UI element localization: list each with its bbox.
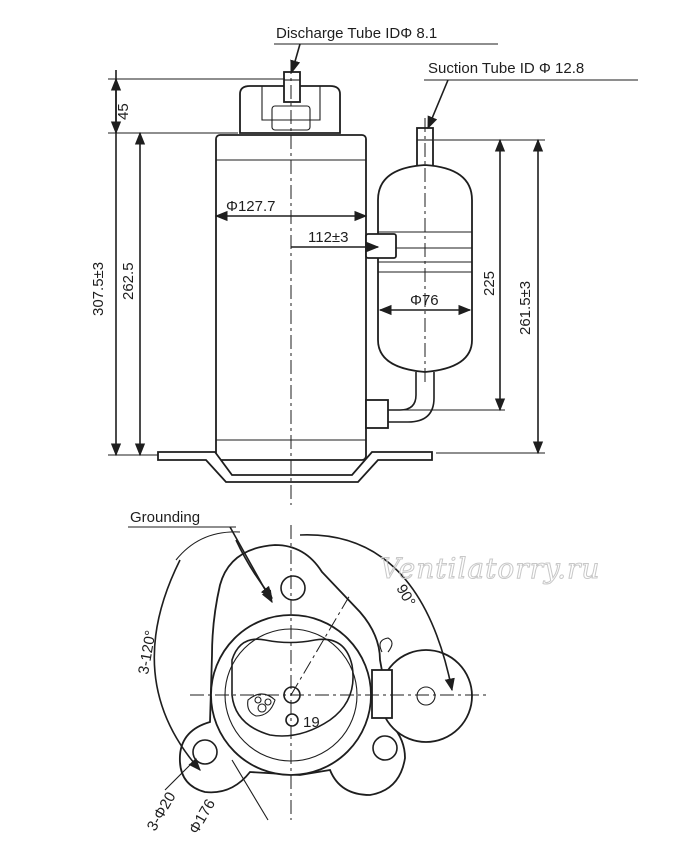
dim-76-label: Φ76 <box>410 292 439 309</box>
dim-176-label: Φ176 <box>186 796 219 837</box>
base-mount <box>157 451 433 483</box>
suction-label: Suction Tube ID Φ 12.8 <box>428 60 584 77</box>
discharge-label: Discharge Tube IDΦ 8.1 <box>276 25 437 42</box>
angle-90-label: 90° <box>393 582 419 610</box>
terminal-cover <box>231 638 354 737</box>
dim-261-label: 261.5±3 <box>517 281 534 335</box>
mount-hole-top <box>280 575 306 601</box>
grounding-label: Grounding <box>130 509 200 526</box>
watermark: Ventilatorry.ru <box>380 552 600 585</box>
dim-45-label: 45 <box>115 103 132 120</box>
dim-307-label: 307.5±3 <box>90 262 107 316</box>
dim-127-label: Φ127.7 <box>226 198 276 215</box>
accumulator-top <box>379 649 473 743</box>
angle-120-label: 3-120° <box>135 629 159 676</box>
side-view: 45 307.5±3 262.5 Φ127.7 112±3 Φ76 225 26… <box>90 25 638 505</box>
dim-19-label: 19 <box>303 714 320 731</box>
dim-262-label: 262.5 <box>120 262 137 300</box>
top-view: Grounding 3-120° 90° 19 3-Φ20 Φ176 <box>128 509 490 837</box>
mount-hole-right <box>372 735 398 761</box>
dim-112-label: 112±3 <box>308 229 349 246</box>
dim-20-label: 3-Φ20 <box>144 789 180 834</box>
top-cap <box>239 85 341 134</box>
discharge-tube <box>283 71 301 103</box>
mount-hole-left <box>192 739 218 765</box>
dim-225-label: 225 <box>481 271 498 296</box>
